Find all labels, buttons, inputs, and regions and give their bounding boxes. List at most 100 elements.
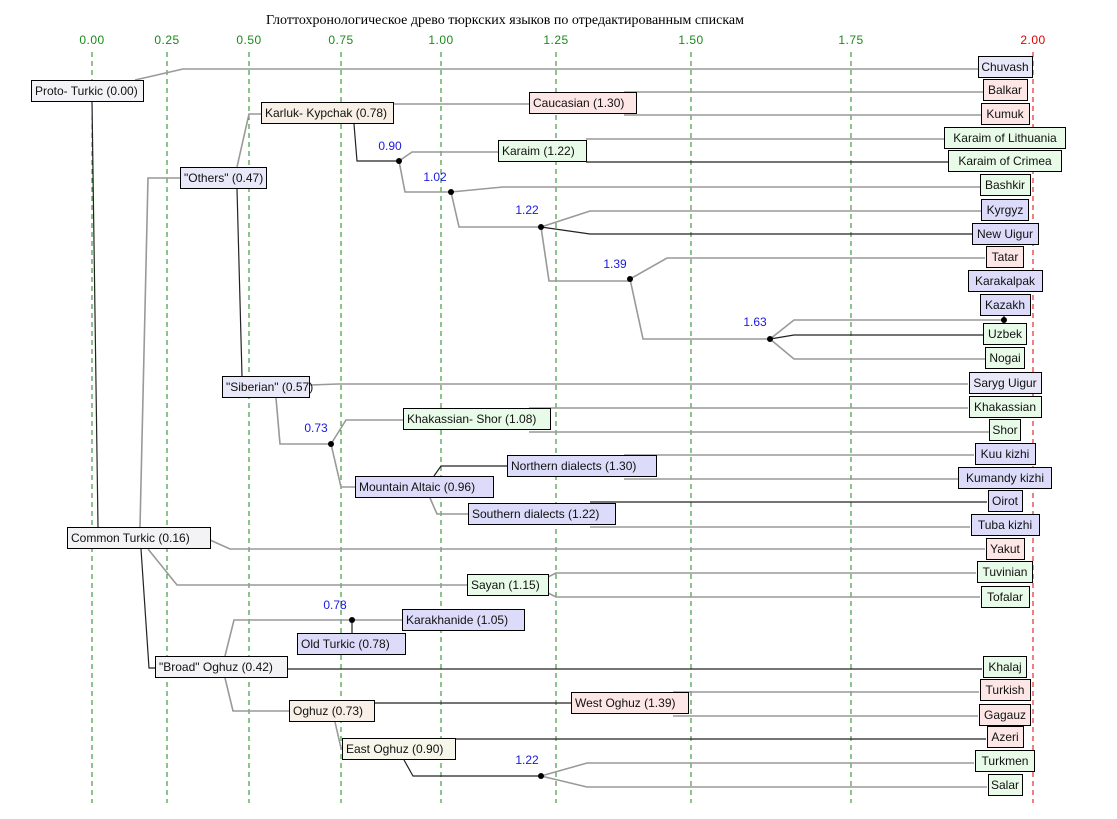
branch-line <box>547 572 976 578</box>
language-leaf-box: Karakalpak <box>967 270 1043 292</box>
language-leaf-box: Tuvinian <box>977 561 1033 583</box>
node-box: East Oghuz (0.90) <box>342 738 456 760</box>
branch-line <box>209 539 985 550</box>
axis-tick-label: 0.75 <box>328 33 354 47</box>
branch-line <box>236 113 261 168</box>
branch-line <box>330 419 403 445</box>
branch-time-label: 0.78 <box>323 598 347 612</box>
language-leaf-box: Tatar <box>986 246 1024 268</box>
branch-line <box>769 319 1004 340</box>
split-node-dot <box>448 189 454 195</box>
language-leaf-box: Turkish <box>979 679 1031 701</box>
branch-line <box>769 338 987 360</box>
node-box: "Others" (0.47) <box>180 167 267 189</box>
language-leaf-box: Kuu kizhi <box>974 443 1036 465</box>
branch-line <box>629 257 985 280</box>
node-box: Karaim (1.22) <box>498 140 587 162</box>
branch-line <box>275 397 331 445</box>
axis-tick-label: 1.75 <box>838 33 864 47</box>
split-node-dot <box>396 158 402 164</box>
node-box: Old Turkic (0.78) <box>297 633 406 655</box>
split-node-dot <box>349 617 355 623</box>
node-box: West Oghuz (1.39) <box>571 692 689 714</box>
node-box: Southern dialects (1.22) <box>468 503 616 525</box>
language-leaf-box: Balkar <box>982 79 1028 101</box>
branch-time-label: 0.90 <box>378 139 402 153</box>
language-leaf-box: Karaim of Crimea <box>948 150 1062 172</box>
branch-line <box>540 210 982 228</box>
language-leaf-box: Khakassian <box>968 396 1042 418</box>
language-leaf-box: New Uigur <box>971 223 1039 245</box>
axis-tick-label: 0.50 <box>236 33 262 47</box>
node-box: Northern dialects (1.30) <box>507 455 657 477</box>
language-leaf-box: Turkmen <box>975 750 1035 772</box>
split-node-dot <box>767 336 773 342</box>
branch-line <box>398 151 498 162</box>
language-leaf-box: Saryg Uigur <box>968 372 1042 394</box>
branch-line <box>91 100 99 528</box>
branch-line <box>224 619 402 657</box>
branch-line <box>236 188 243 377</box>
node-box: Karluk- Kypchak (0.78) <box>261 102 394 124</box>
branch-line <box>309 383 968 386</box>
node-box: Common Turkic (0.16) <box>67 527 211 549</box>
branch-time-label: 1.22 <box>515 753 539 767</box>
branch-time-label: 1.39 <box>603 257 627 271</box>
language-leaf-box: Gagauz <box>979 704 1031 726</box>
node-box: "Siberian" (0.57) <box>222 376 313 398</box>
language-leaf-box: Yakut <box>985 538 1025 560</box>
language-leaf-box: Bashkir <box>979 174 1031 196</box>
language-leaf-box: Shor <box>989 419 1021 441</box>
language-leaf-box: Kyrgyz <box>981 199 1029 221</box>
language-leaf-box: Uzbek <box>983 323 1027 345</box>
node-box: Mountain Altaic (0.96) <box>355 476 494 498</box>
branch-line <box>540 226 630 282</box>
chart-title: Глоттохронологическое древо тюркских язы… <box>266 13 744 28</box>
axis-tick-label: 1.25 <box>543 33 569 47</box>
node-box: Oghuz (0.73) <box>289 700 375 722</box>
node-box: Proto- Turkic (0.00) <box>31 80 144 102</box>
branch-line <box>147 548 467 586</box>
branch-line <box>450 186 980 193</box>
split-node-dot <box>627 276 633 282</box>
axis-tick-label: 1.50 <box>678 33 704 47</box>
language-leaf-box: Oirot <box>987 490 1023 512</box>
branch-time-label: 1.63 <box>743 315 767 329</box>
split-node-dot <box>538 773 544 779</box>
split-node-dot <box>328 441 334 447</box>
branch-line <box>433 465 507 477</box>
node-box: Caucasian (1.30) <box>529 92 637 114</box>
language-leaf-box: Chuvash <box>977 56 1033 78</box>
branch-line <box>398 160 451 193</box>
language-leaf-box: Kumandy kizhi <box>958 467 1052 489</box>
branch-time-label: 1.22 <box>515 203 539 217</box>
branch-line <box>403 759 541 777</box>
branch-line <box>139 177 180 528</box>
branch-line <box>353 123 399 162</box>
branch-line <box>769 334 985 340</box>
node-box: "Broad" Oghuz (0.42) <box>155 656 288 678</box>
split-node-dot <box>538 224 544 230</box>
branch-line <box>547 592 980 598</box>
split-node-dot <box>1001 317 1007 323</box>
branch-line <box>450 191 541 228</box>
branch-time-label: 1.02 <box>423 170 447 184</box>
node-box: Sayan (1.15) <box>467 574 549 596</box>
language-leaf-box: Tofalar <box>980 586 1030 608</box>
branch-line <box>140 548 155 669</box>
branch-line <box>540 762 974 777</box>
language-leaf-box: Kazakh <box>979 294 1031 316</box>
branch-line <box>224 677 289 712</box>
branch-line <box>134 68 978 81</box>
axis-tick-label: 2.00 <box>1020 33 1046 47</box>
axis-tick-label: 0.25 <box>154 33 180 47</box>
node-box: Karakhanide (1.05) <box>402 609 525 631</box>
branch-line <box>334 721 342 749</box>
language-leaf-box: Khalaj <box>983 656 1027 678</box>
branch-time-label: 0.73 <box>304 421 328 435</box>
language-leaf-box: Karaim of Lithuania <box>944 127 1066 149</box>
branch-line <box>429 497 468 515</box>
language-leaf-box: Kumuk <box>980 103 1030 125</box>
